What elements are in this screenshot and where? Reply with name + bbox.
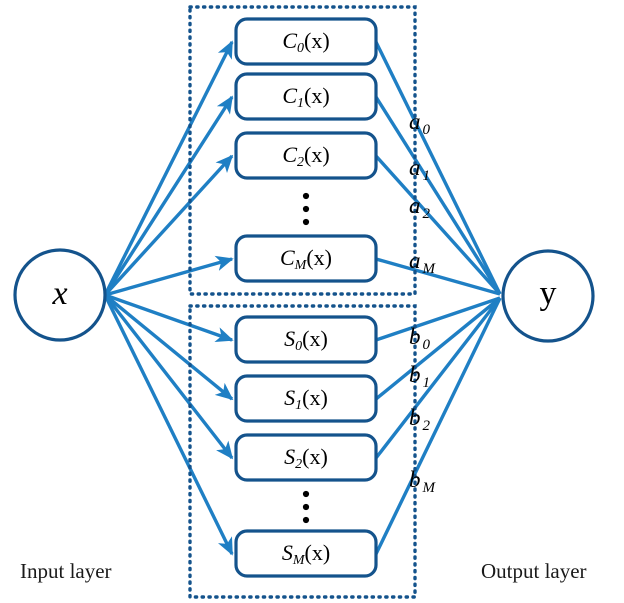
cosine-unit-box-m[interactable] — [234, 234, 378, 283]
edge-input-to-s1 — [103, 293, 234, 401]
edge-input-to-cm — [104, 255, 234, 297]
edges-input-to-sine — [103, 293, 234, 556]
input-node-circle[interactable] — [13, 248, 107, 342]
sine-unit-box-0[interactable] — [234, 315, 378, 364]
edge-c0-to-output — [374, 41, 502, 295]
cosine-unit-box-2[interactable] — [234, 131, 378, 180]
edge-cm-to-output — [375, 257, 501, 296]
edge-s0-to-output — [375, 296, 501, 342]
sine-unit-label-m: SM(x) — [282, 540, 330, 568]
edge-input-to-sm — [103, 294, 234, 556]
cosine-unit-label-1: C1(x) — [282, 83, 329, 111]
sine-group-container — [188, 304, 417, 599]
edge-input-to-s0 — [104, 293, 234, 343]
edge-s1-to-output — [374, 296, 502, 401]
output-node-label: y — [540, 275, 557, 312]
sine-unit-boxes — [234, 315, 378, 578]
edge-input-to-c0 — [103, 40, 234, 296]
cosine-group-container — [188, 5, 417, 296]
sine-unit-box-1[interactable] — [234, 374, 378, 423]
edge-sm-to-output — [374, 297, 502, 555]
edge-input-to-c2 — [103, 154, 234, 297]
cosine-unit-box-0[interactable] — [234, 17, 378, 66]
cosine-unit-label-0: C0(x) — [282, 28, 329, 56]
cosine-unit-box-1[interactable] — [234, 72, 378, 121]
output-node-circle[interactable] — [501, 249, 595, 343]
sine-unit-label-2: S2(x) — [284, 444, 328, 472]
edges-input-to-cosine — [103, 40, 234, 297]
sine-unit-box-2[interactable] — [234, 433, 378, 482]
edge-s2-to-output — [374, 296, 502, 460]
input-layer-caption: Input layer — [20, 559, 112, 583]
cosine-unit-label-m: CM(x) — [280, 245, 332, 273]
sine-group-ellipsis-icon — [302, 490, 310, 524]
input-node-label: x — [51, 275, 67, 312]
edges-sine-to-output — [374, 296, 502, 555]
edge-input-to-c1 — [103, 95, 234, 296]
cosine-group-ellipsis-icon — [302, 192, 310, 226]
sine-unit-box-m[interactable] — [234, 529, 378, 578]
edges-cosine-to-output — [374, 41, 502, 296]
sine-unit-label-0: S0(x) — [284, 326, 328, 354]
output-layer-caption: Output layer — [481, 559, 587, 583]
edge-c2-to-output — [374, 154, 502, 296]
edge-input-to-s2 — [103, 293, 234, 460]
sine-unit-label-1: S1(x) — [284, 385, 328, 413]
cosine-unit-label-2: C2(x) — [282, 142, 329, 170]
cosine-unit-boxes — [234, 17, 378, 283]
edge-c1-to-output — [374, 96, 502, 295]
